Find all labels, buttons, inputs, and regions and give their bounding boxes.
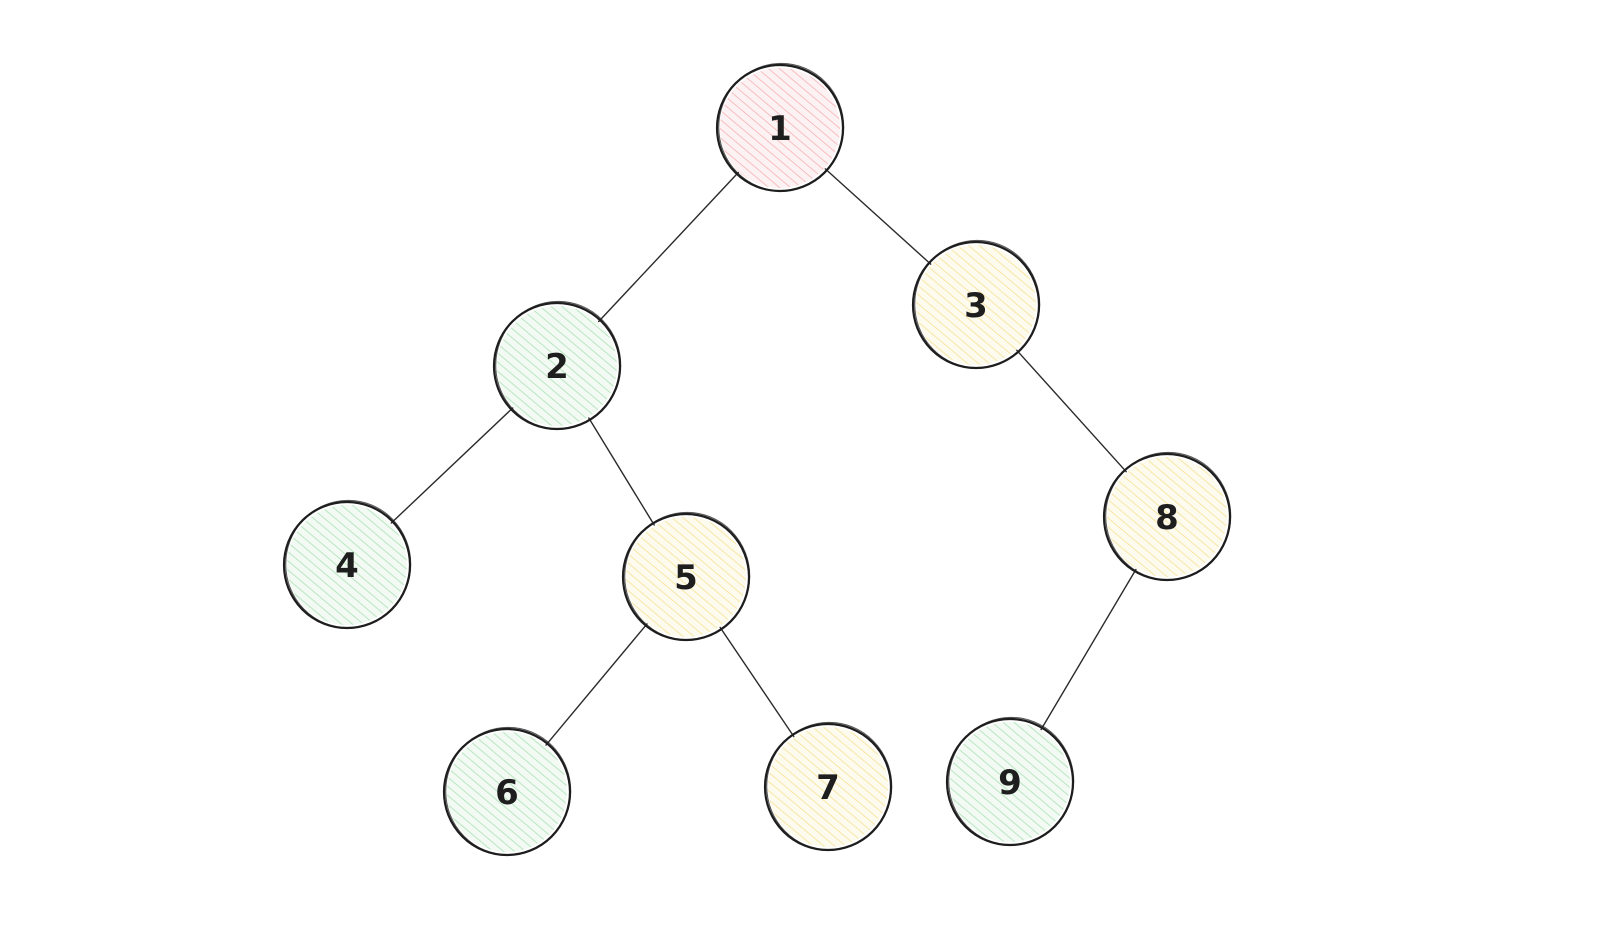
edge-8-9 xyxy=(1040,568,1137,731)
node-5-label: 5 xyxy=(674,558,698,598)
node-5-sketch-outline xyxy=(624,511,751,641)
node-6-label: 6 xyxy=(495,773,519,813)
node-2-label: 2 xyxy=(545,347,569,387)
edge-1-3 xyxy=(824,168,932,265)
node-2[interactable]: 2 xyxy=(492,300,622,431)
node-7-fill xyxy=(768,727,888,847)
node-3-label: 3 xyxy=(964,286,988,326)
node-8-fill xyxy=(1107,457,1227,577)
node-2-fill xyxy=(497,306,617,426)
edge-2-4 xyxy=(390,407,514,524)
node-3[interactable]: 3 xyxy=(911,239,1041,370)
node-9[interactable]: 9 xyxy=(945,716,1075,847)
node-3-sketch-outline xyxy=(914,239,1041,369)
node-4-fill xyxy=(287,505,407,625)
node-9-fill xyxy=(950,722,1070,842)
node-4-sketch-outline xyxy=(285,499,412,629)
node-1-label: 1 xyxy=(768,109,792,149)
node-1-fill xyxy=(720,68,840,188)
node-8-label: 8 xyxy=(1155,498,1179,538)
edge-2-5 xyxy=(588,417,655,526)
node-4-label: 4 xyxy=(335,546,359,586)
node-9-label: 9 xyxy=(998,763,1022,803)
node-2-sketch-outline xyxy=(495,300,622,430)
node-7[interactable]: 7 xyxy=(763,721,893,852)
edge-3-8 xyxy=(1016,349,1127,473)
node-1[interactable]: 1 xyxy=(715,62,845,193)
node-5-fill xyxy=(626,517,746,637)
node-1-sketch-outline xyxy=(718,62,845,192)
node-7-label: 7 xyxy=(816,768,840,808)
node-6-fill xyxy=(447,732,567,852)
node-8-sketch-outline xyxy=(1105,451,1232,581)
nodes-layer: 1 2 3 4 5 6 7 8 9 xyxy=(282,62,1232,857)
node-7-sketch-outline xyxy=(766,721,893,851)
node-5[interactable]: 5 xyxy=(621,511,751,642)
node-9-sketch-outline xyxy=(948,716,1075,846)
node-6-sketch-outline xyxy=(445,726,572,856)
node-6[interactable]: 6 xyxy=(442,726,572,857)
node-3-fill xyxy=(916,245,1036,365)
node-8[interactable]: 8 xyxy=(1102,451,1232,582)
edge-1-2 xyxy=(598,171,739,323)
edges-layer xyxy=(390,168,1137,746)
edge-5-6 xyxy=(545,623,648,746)
edge-5-7 xyxy=(719,626,795,738)
node-4[interactable]: 4 xyxy=(282,499,412,630)
